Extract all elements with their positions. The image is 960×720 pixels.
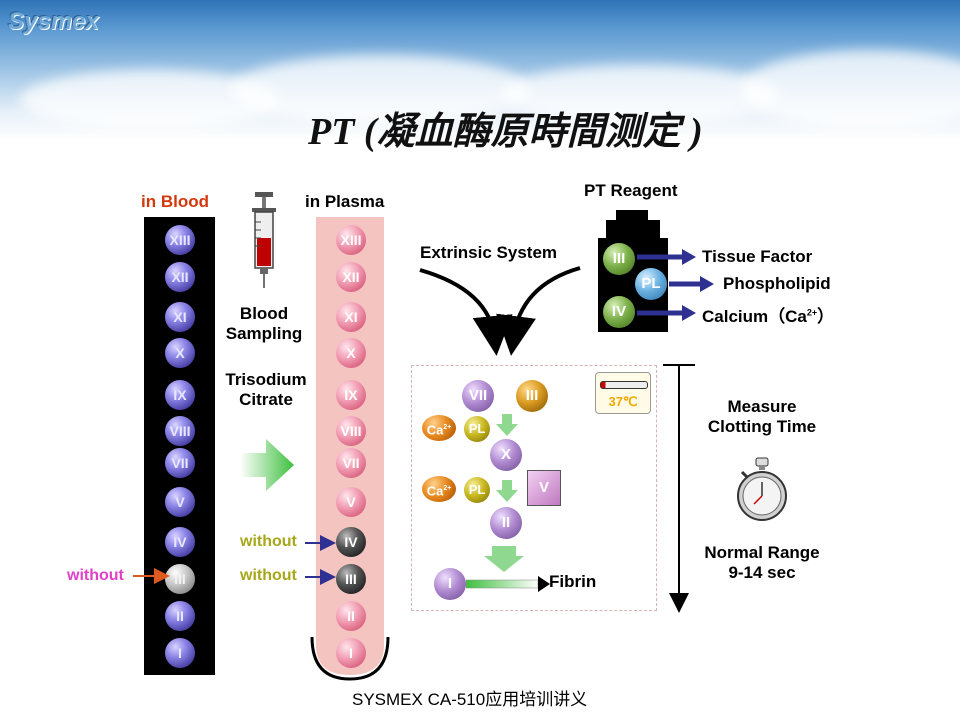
blood-factor-viii: VIII [165,416,195,446]
phospholipid-label: Phospholipid [723,274,831,293]
plasma-factor-v: V [336,487,366,517]
plasma-factor-xiii: XIII [336,225,366,255]
plasma-factor-xii: XII [336,262,366,292]
plasma-factor-viii: VIII [336,416,366,446]
node-iii: III [516,380,548,412]
blood-factor-ix: IX [165,380,195,410]
blood-factor-xii: XII [165,262,195,292]
node-v: V [527,470,561,506]
blood-factor-xi: XI [165,302,195,332]
blood-without-label: without [67,567,124,584]
down-arrow-3 [484,546,524,572]
plasma-without-label-2: without [240,567,297,584]
thermometer-icon [600,381,648,389]
node-i: I [434,568,466,600]
tissue-factor-label: Tissue Factor [702,247,813,266]
fibrin-label: Fibrin [549,572,597,591]
plasma-without-label-1: without [240,533,297,550]
plasma-factor-ix: IX [336,380,366,410]
in-blood-label: in Blood [141,192,209,211]
pt-reagent-label: PT Reagent [584,181,678,200]
blood-column [144,217,215,675]
plasma-factor-x: X [336,338,366,368]
plasma-tube [310,217,390,681]
plasma-factor-iii: III [336,564,366,594]
sysmex-logo: Sysmex [8,8,99,35]
reagent-factor-pl: PL [635,268,667,300]
temperature-label: 37℃ [608,394,638,409]
fibrin-arrow [466,576,550,592]
plasma-factor-ii: II [336,601,366,631]
node-vii: VII [462,380,494,412]
blood-factor-iv: IV [165,527,195,557]
reagent-factor-iv: IV [603,296,635,328]
node-ca-1: Ca2+ [422,415,456,441]
down-arrow-2 [496,480,518,502]
plasma-factor-xi: XI [336,302,366,332]
blood-factor-v: V [165,487,195,517]
blood-factor-x: X [165,338,195,368]
extrinsic-system-label: Extrinsic System [420,243,558,262]
syringe-icon [252,192,276,288]
blood-factor-i: I [165,638,195,668]
plasma-factor-vii: VII [336,448,366,478]
page-title: PT (凝血酶原時間测定 ) [308,111,703,153]
blood-factor-vii: VII [165,448,195,478]
thermometer-card: 37℃ [595,372,651,414]
blood-factor-xiii: XIII [165,225,195,255]
node-pl-1: PL [464,416,490,442]
calcium-label: Calcium（Ca2+） [702,307,835,326]
in-plasma-label: in Plasma [305,192,385,211]
reagent-factor-iii: III [603,243,635,275]
down-arrow-1 [496,414,518,436]
node-ca-2: Ca2+ [422,476,456,502]
blood-factor-ii: II [165,601,195,631]
green-arrow-icon [240,439,294,491]
blood-factor-iii: III [165,564,195,594]
node-pl-2: PL [464,477,490,503]
plasma-factor-i: I [336,638,366,668]
reaction-panel: 37℃ VII III Ca2+ PL X Ca2+ PL V II I Fib… [411,365,657,611]
node-x: X [490,439,522,471]
footer-text: SYSMEX CA-510应用培训讲义 [352,690,588,709]
header-sky-banner [0,0,960,140]
stopwatch-icon [737,457,787,521]
plasma-factor-iv: IV [336,527,366,557]
node-ii: II [490,507,522,539]
